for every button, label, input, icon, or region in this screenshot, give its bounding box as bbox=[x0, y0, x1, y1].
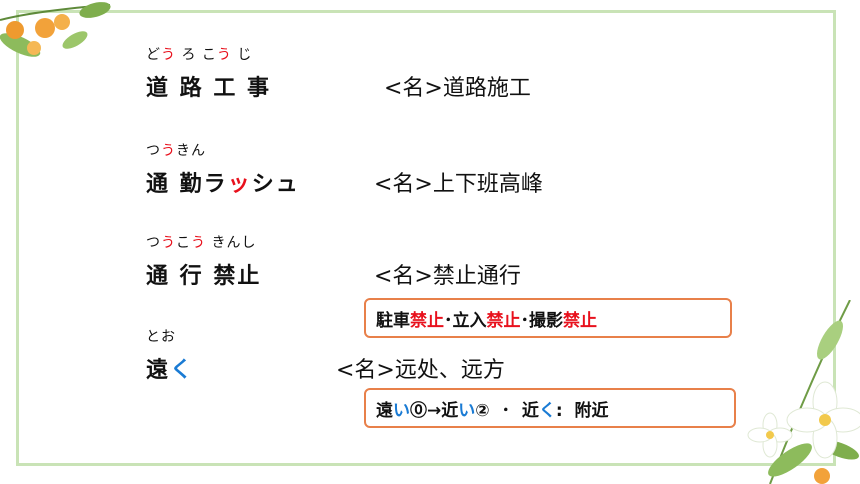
word-part: く bbox=[170, 358, 195, 383]
furigana-part: う bbox=[161, 143, 176, 159]
box-text: ･撮影 bbox=[520, 311, 564, 331]
entry-1-word: 道 路 工 事 bbox=[146, 76, 271, 101]
flower-decoration bbox=[747, 300, 860, 484]
furigana-part: う bbox=[161, 47, 176, 63]
furigana-part: きん bbox=[176, 143, 206, 159]
box-text: ･立入 bbox=[444, 311, 487, 331]
furigana-part: う bbox=[161, 235, 176, 251]
box-text: 禁止 bbox=[563, 311, 597, 331]
entry-3-meaning: <名>禁止通行 bbox=[374, 264, 521, 289]
entry-3-furigana: つうこう きんし bbox=[146, 232, 256, 252]
entry-4-furigana: とお bbox=[146, 329, 176, 345]
entry-2-furigana: つうきん bbox=[146, 140, 206, 160]
furigana-part: こ bbox=[176, 235, 191, 251]
furigana-part: ろ こ bbox=[176, 47, 217, 63]
entry-1-furigana: どう ろ こう じ bbox=[146, 44, 252, 64]
box-text: く bbox=[538, 401, 556, 421]
box-text: い bbox=[393, 401, 410, 421]
slide-frame bbox=[16, 10, 836, 466]
furigana-part: じ bbox=[231, 47, 253, 63]
box-text: い bbox=[458, 401, 476, 421]
example-box-prohibitions: 駐車禁止･立入禁止･撮影禁止 bbox=[364, 298, 732, 338]
box-text: ⓪→近 bbox=[410, 401, 459, 421]
box-text: : 附近 bbox=[555, 401, 609, 421]
furigana-part: つ bbox=[146, 235, 161, 251]
entry-4-meaning: <名>远处、远方 bbox=[336, 358, 505, 383]
entry-2-meaning: <名>上下班高峰 bbox=[374, 172, 543, 197]
box-text: 駐車 bbox=[376, 311, 410, 331]
box-text: 禁止 bbox=[410, 311, 444, 331]
entry-2-word: 通 勤ラッシュ bbox=[146, 166, 300, 198]
entry-3-word: 通 行 禁止 bbox=[146, 264, 262, 289]
furigana-part: う bbox=[191, 235, 206, 251]
entry-1-meaning: <名>道路施工 bbox=[384, 76, 531, 101]
furigana-part: ど bbox=[146, 47, 161, 63]
word-part: シュ bbox=[251, 172, 300, 197]
furigana-part: きんし bbox=[206, 235, 257, 251]
orange-branch-decoration bbox=[0, 2, 111, 57]
entry-4-word: 遠く bbox=[146, 352, 194, 384]
box-text: ② ･ 近 bbox=[475, 401, 539, 421]
furigana-part: う bbox=[216, 47, 232, 63]
word-part: 遠 bbox=[146, 358, 171, 383]
furigana-part: つ bbox=[146, 143, 161, 159]
word-part: ッ bbox=[227, 172, 252, 197]
word-part: 通 勤ラ bbox=[146, 172, 228, 197]
box-text: 遠 bbox=[376, 401, 393, 421]
box-text: 禁止 bbox=[486, 311, 521, 331]
example-box-near-far: 遠い⓪→近い② ･ 近く: 附近 bbox=[364, 388, 736, 428]
